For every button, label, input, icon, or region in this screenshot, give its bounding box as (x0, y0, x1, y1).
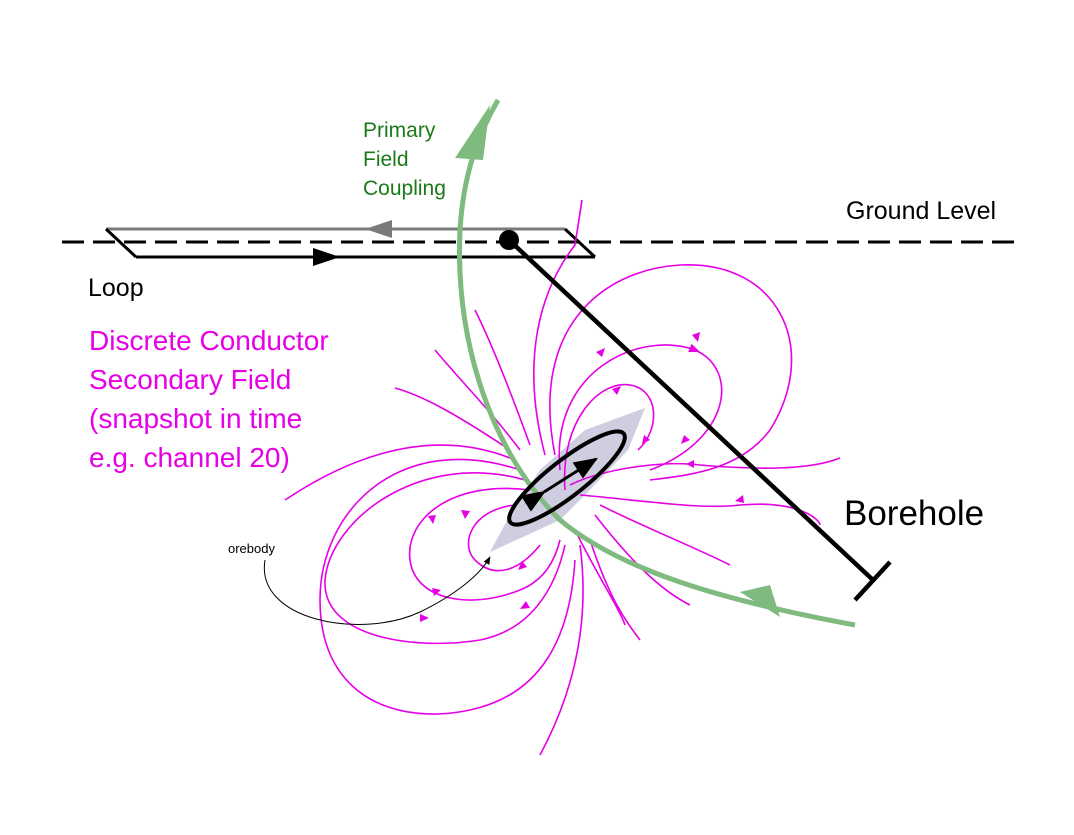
field-arrow (692, 332, 700, 342)
loop-left-side (104, 227, 138, 259)
primary-field-label-line-3: Coupling (363, 177, 446, 200)
field-line-lower-6 (394, 387, 511, 451)
loop-near-arrow (313, 248, 340, 266)
field-arrow (686, 460, 694, 468)
primary-field-label-line-2: Field (363, 148, 409, 171)
secondary-field-label-line-1: Discrete Conductor (89, 325, 329, 356)
borehole-line (507, 238, 875, 582)
conductor-double-arrow (520, 457, 599, 512)
field-arrow (518, 561, 527, 570)
loop-right-side (563, 227, 597, 259)
field-line-upper-1 (563, 383, 655, 491)
field-line-lower-3 (324, 472, 566, 645)
field-arrow (461, 510, 470, 519)
borehole-collar (499, 230, 519, 250)
field-line-lower-9 (539, 544, 584, 756)
loop-far-arrow (365, 220, 392, 238)
secondary-field-label-line-2: Secondary Field (89, 364, 291, 395)
loop (104, 220, 597, 266)
field-arrow (681, 435, 690, 444)
field-line-lower-7 (434, 349, 521, 451)
field-arrow (520, 601, 530, 609)
secondary-field-label-line-4: e.g. channel 20) (89, 442, 290, 473)
field-line-upper-5 (569, 457, 841, 486)
field-arrow (420, 614, 429, 622)
field-line-upper-3 (549, 264, 793, 481)
field-arrow (428, 515, 436, 524)
borehole-label: Borehole (844, 494, 984, 533)
conductor-current-loop (507, 429, 627, 527)
primary-field-arrow-top (455, 105, 490, 160)
orebody-label: orebody (228, 541, 275, 556)
primary-field-curve (457, 98, 856, 628)
field-line-lower-2 (408, 487, 561, 601)
field-arrow (735, 495, 744, 503)
field-line-lower-10 (589, 539, 641, 641)
field-arrow (642, 435, 650, 444)
loop-label: Loop (88, 274, 144, 302)
field-line-lower-5 (284, 444, 516, 501)
borehole (499, 230, 892, 602)
field-line-upper-2 (558, 343, 723, 471)
field-line-lower-4 (319, 458, 576, 715)
field-line-upper-7 (599, 504, 731, 566)
field-line-lower-11 (574, 529, 626, 626)
primary-field-arrow-bottom (740, 585, 780, 617)
field-line-upper-4 (533, 199, 583, 456)
primary-field-label-line-1: Primary (363, 119, 436, 142)
field-line-lower-8 (474, 309, 531, 446)
field-line-lower-1 (467, 504, 541, 572)
borehole-end-cap (853, 560, 892, 602)
secondary-field-label-line-3: (snapshot in time (89, 403, 302, 434)
secondary-field-lines (284, 199, 841, 756)
orebody-shape (490, 408, 645, 552)
ground-level-label: Ground Level (846, 197, 996, 225)
field-arrow (432, 588, 441, 596)
orebody-pointer (263, 556, 491, 625)
field-line-upper-6 (579, 494, 821, 526)
field-arrow (612, 386, 621, 395)
primary-field (455, 98, 856, 628)
field-arrow (596, 348, 605, 357)
